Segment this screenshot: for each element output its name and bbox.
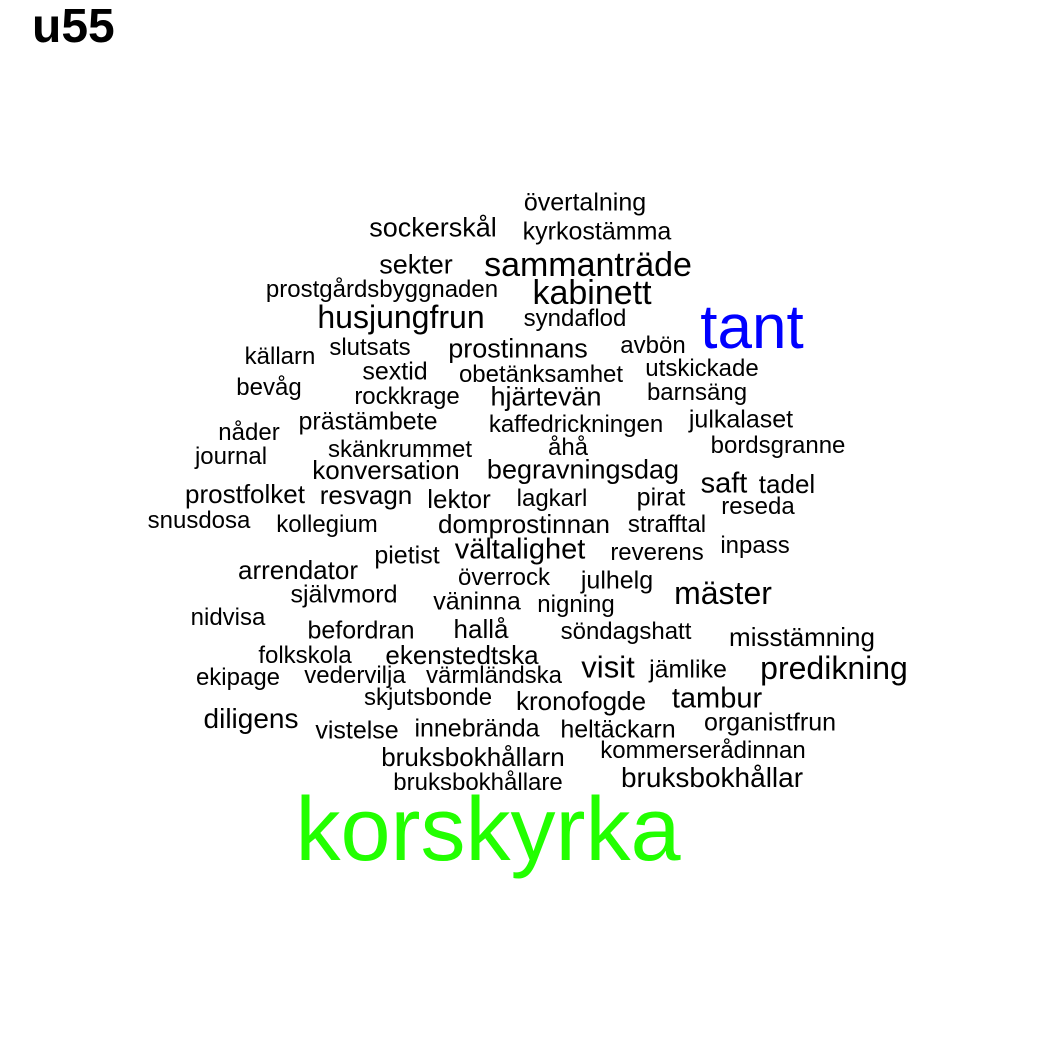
word-ekipage: ekipage — [195, 664, 281, 691]
word-resvagn: resvagn — [319, 480, 413, 510]
word-halla: hallå — [453, 614, 509, 644]
word-bruksbokhallarn: bruksbokhållarn — [381, 742, 565, 772]
word-konversation: konversation — [312, 455, 460, 485]
word-nigning: nigning — [537, 591, 615, 618]
word-jamlike: jämlike — [649, 655, 727, 684]
word-reseda: reseda — [721, 493, 795, 520]
word-organistfrun: organistfrun — [703, 708, 837, 737]
word-skankrummet: skänkrummet — [327, 436, 473, 463]
word-barnsang: barnsäng — [646, 379, 748, 406]
word-bruksbokhallare: bruksbokhållare — [393, 769, 563, 796]
page-title: u55 — [32, 0, 115, 53]
word-kallarn: källarn — [244, 343, 316, 370]
word-sockerskal: sockerskål — [369, 212, 497, 243]
word-befordran: befordran — [307, 616, 415, 645]
word-varmlandska: värmländska — [425, 662, 563, 689]
word-pirat: pirat — [636, 483, 686, 512]
word-master: mäster — [674, 575, 772, 611]
word-sekter: sekter — [379, 249, 453, 280]
word-kabinett: kabinett — [532, 274, 652, 312]
word-vistelse: vistelse — [315, 716, 399, 745]
word-pietist: pietist — [374, 541, 440, 570]
word-nidvisa: nidvisa — [190, 604, 266, 631]
word-predikning: predikning — [760, 650, 908, 686]
word-sextid: sextid — [362, 357, 428, 386]
word-julkalaset: julkalaset — [688, 405, 794, 434]
word-folkskola: folkskola — [258, 642, 352, 669]
word-kaffedrickningen: kaffedrickningen — [488, 411, 664, 438]
word-snusdosa: snusdosa — [147, 507, 251, 534]
word-domprostinnan: domprostinnan — [438, 509, 610, 539]
word-avbon: avbön — [620, 332, 686, 359]
word-utskickade: utskickade — [645, 355, 759, 382]
word-tambur: tambur — [671, 682, 763, 715]
word-bevag: bevåg — [236, 374, 302, 401]
word-ekenstedtska: ekenstedtska — [385, 640, 539, 670]
word-kommerseradinnan: kommerserådinnan — [600, 737, 806, 764]
word-lektor: lektor — [427, 484, 491, 514]
word-visit: visit — [581, 649, 635, 685]
word-saft: saft — [700, 467, 748, 500]
word-arrendator: arrendator — [238, 555, 358, 585]
word-bordsgranne: bordsgranne — [710, 432, 846, 459]
word-sammantrade: sammanträde — [484, 246, 692, 284]
word-reverens: reverens — [610, 539, 704, 566]
word-julhelg: julhelg — [580, 566, 654, 595]
word-husjungfrun: husjungfrun — [317, 299, 485, 335]
word-valtalighet: vältalighet — [454, 533, 586, 566]
word-prostgardsbyggnaden: prostgårdsbyggnaden — [265, 276, 499, 303]
word-tant: tant — [700, 293, 804, 362]
word-lagkarl: lagkarl — [516, 485, 588, 512]
word-syndaflod: syndaflod — [523, 305, 627, 332]
word-bruksbokhallar: bruksbokhållar — [620, 762, 804, 793]
word-overtalning: övertalning — [523, 188, 647, 217]
word-innebranda: innebrända — [414, 714, 540, 743]
word-vedervilja: vedervilja — [304, 662, 406, 689]
word-misstamning: misstämning — [729, 622, 875, 652]
word-korskyrka: korskyrka — [295, 780, 681, 880]
word-prastambete: prästämbete — [298, 407, 438, 436]
word-kollegium: kollegium — [276, 511, 378, 538]
word-tadel: tadel — [758, 469, 816, 499]
word-begravningsdag: begravningsdag — [486, 454, 680, 485]
word-slutsats: slutsats — [329, 334, 411, 361]
word-obetanksamhet: obetänksamhet — [458, 361, 624, 388]
word-nader: nåder — [218, 419, 280, 446]
word-kronofogde: kronofogde — [515, 686, 647, 716]
word-kyrkostamma: kyrkostämma — [522, 217, 672, 246]
word-rockkrage: rockkrage — [354, 383, 460, 410]
word-inpass: inpass — [720, 532, 790, 559]
word-strafftal: strafftal — [627, 511, 707, 538]
word-overrock: överrock — [457, 564, 551, 591]
word-heltackarn: heltäckarn — [560, 715, 676, 744]
word-diligens: diligens — [203, 703, 299, 734]
word-prostfolket: prostfolket — [185, 479, 305, 509]
word-sondagshatt: söndagshatt — [560, 618, 692, 645]
word-journal: journal — [194, 443, 268, 470]
word-aha: åhå — [547, 434, 589, 461]
word-prostinnans: prostinnans — [448, 333, 588, 364]
word-sjalvmord: självmord — [290, 580, 398, 609]
word-hjartevan: hjärtevän — [490, 381, 602, 412]
word-skjutsbonde: skjutsbonde — [363, 684, 493, 711]
word-vaninna: väninna — [433, 587, 521, 616]
